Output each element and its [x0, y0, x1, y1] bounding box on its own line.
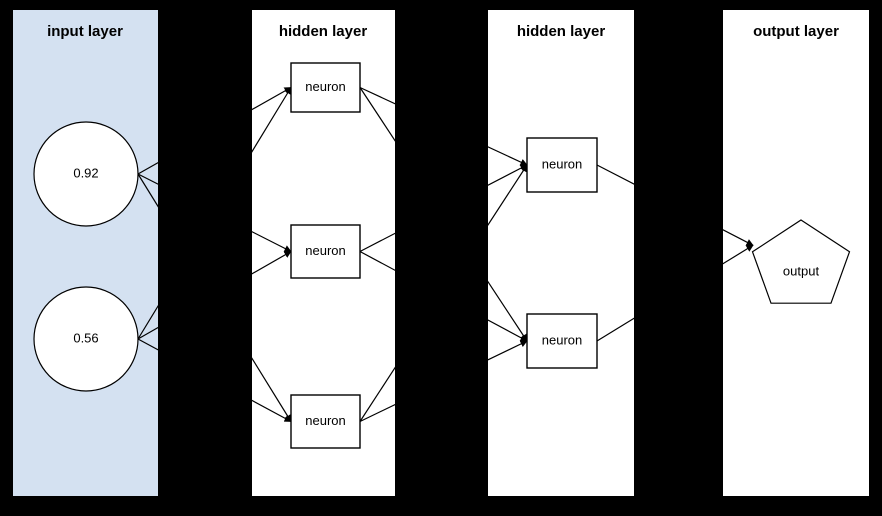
node-value-label: 0.56	[73, 330, 98, 345]
node-label: neuron	[305, 243, 345, 258]
circle-shape	[33, 286, 139, 392]
connection-edges	[137, 86, 754, 423]
rect-shape	[290, 394, 361, 449]
node-label: output	[783, 263, 820, 278]
layer-title-hidden1: hidden layer	[279, 23, 368, 40]
layer-title-input: input layer	[47, 23, 123, 40]
node-label: neuron	[542, 332, 582, 347]
rect-shape	[526, 137, 598, 193]
node-output-0[interactable]: output	[751, 219, 851, 304]
rect-shape	[290, 62, 361, 113]
rect-shape	[290, 224, 361, 279]
node-hidden2-1[interactable]: neuron	[526, 313, 598, 369]
node-label: neuron	[542, 156, 582, 171]
node-label: neuron	[305, 79, 345, 94]
node-hidden2-0[interactable]: neuron	[526, 137, 598, 193]
pentagon-shape	[751, 219, 851, 304]
layer-titles: input layer hidden layer hidden layer outpu…	[47, 23, 839, 40]
node-input-0[interactable]: 0.92	[33, 121, 139, 227]
node-label: neuron	[305, 413, 345, 428]
layer-title-hidden2: hidden layer	[517, 23, 606, 40]
node-hidden1-2[interactable]: neuron	[290, 394, 361, 449]
circle-shape	[33, 121, 139, 227]
layer-title-output: output layer	[753, 23, 839, 40]
node-hidden1-1[interactable]: neuron	[290, 224, 361, 279]
node-value-label: 0.92	[73, 165, 98, 180]
node-hidden1-0[interactable]: neuron	[290, 62, 361, 113]
layer-panel-hidden2	[488, 10, 634, 496]
nodes: 0.92 0.56 neuron neuron neuron neuron neuron ou…	[33, 62, 851, 449]
rect-shape	[526, 313, 598, 369]
layer-panel-input	[13, 10, 158, 496]
node-input-1[interactable]: 0.56	[33, 286, 139, 392]
